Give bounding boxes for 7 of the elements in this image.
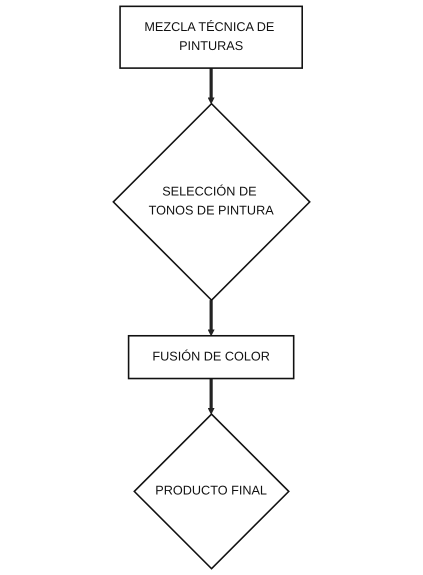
node-box: MEZCLA TÉCNICA DE PINTURAS: [119, 6, 303, 69]
node-diamond: PRODUCTO FINAL: [133, 413, 290, 570]
node-diamond: SELECCIÓN DE TONOS DE PINTURA: [112, 102, 311, 302]
arrow: [208, 300, 215, 336]
arrow: [208, 378, 215, 414]
node-box: FUSIÓN DE COLOR: [128, 334, 294, 380]
arrow: [208, 68, 215, 104]
